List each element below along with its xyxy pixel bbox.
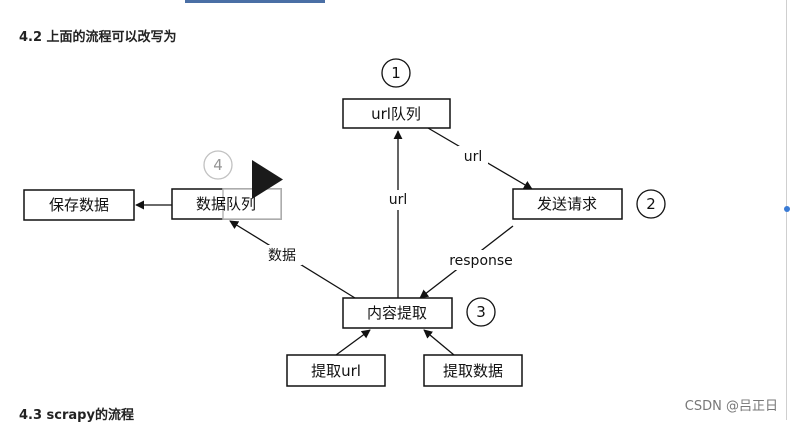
node-url-queue: url队列	[342, 98, 451, 129]
edge-label-url-top: url	[464, 149, 483, 165]
node-send-request: 发送请求	[512, 188, 623, 220]
top-accent-strip	[185, 0, 325, 3]
step-number-1: 1	[391, 64, 401, 82]
step-circle-2: 2	[636, 189, 666, 219]
node-extract-data: 提取数据	[423, 354, 523, 387]
node-extract-url: 提取url	[286, 354, 386, 387]
scroll-indicator-dot[interactable]	[784, 206, 790, 212]
node-save-data: 保存数据	[23, 189, 135, 221]
node-extract-url-label: 提取url	[311, 362, 361, 380]
play-icon[interactable]	[252, 160, 283, 199]
edge-label-data: 数据	[268, 248, 296, 264]
step-number-2: 2	[646, 195, 656, 213]
section-heading-4-2: 4.2 上面的流程可以改写为	[19, 30, 177, 45]
step-circle-4: 4	[203, 150, 233, 180]
step-circle-3: 3	[466, 297, 496, 327]
edge-label-response: response	[449, 253, 513, 269]
node-send-request-label: 发送请求	[537, 195, 597, 213]
edge-label-url-vertical: url	[389, 192, 408, 208]
section-heading-4-3: 4.3 scrapy的流程	[19, 408, 134, 423]
step-number-4: 4	[213, 156, 223, 174]
node-extract-data-label: 提取数据	[443, 362, 503, 380]
step-circle-1: 1	[381, 58, 411, 88]
node-data-queue: 数据队列	[171, 188, 282, 220]
node-save-data-label: 保存数据	[49, 196, 109, 214]
step-number-3: 3	[476, 303, 486, 321]
edge-extract-url-to-extract	[335, 329, 371, 356]
node-content-extract: 内容提取	[342, 297, 453, 329]
csdn-watermark: CSDN @吕正日	[684, 399, 778, 414]
node-data-queue-label: 数据队列	[196, 195, 256, 213]
node-content-extract-label: 内容提取	[367, 304, 427, 322]
node-url-queue-label: url队列	[371, 105, 421, 123]
edge-extract-data-to-extract	[423, 329, 455, 356]
